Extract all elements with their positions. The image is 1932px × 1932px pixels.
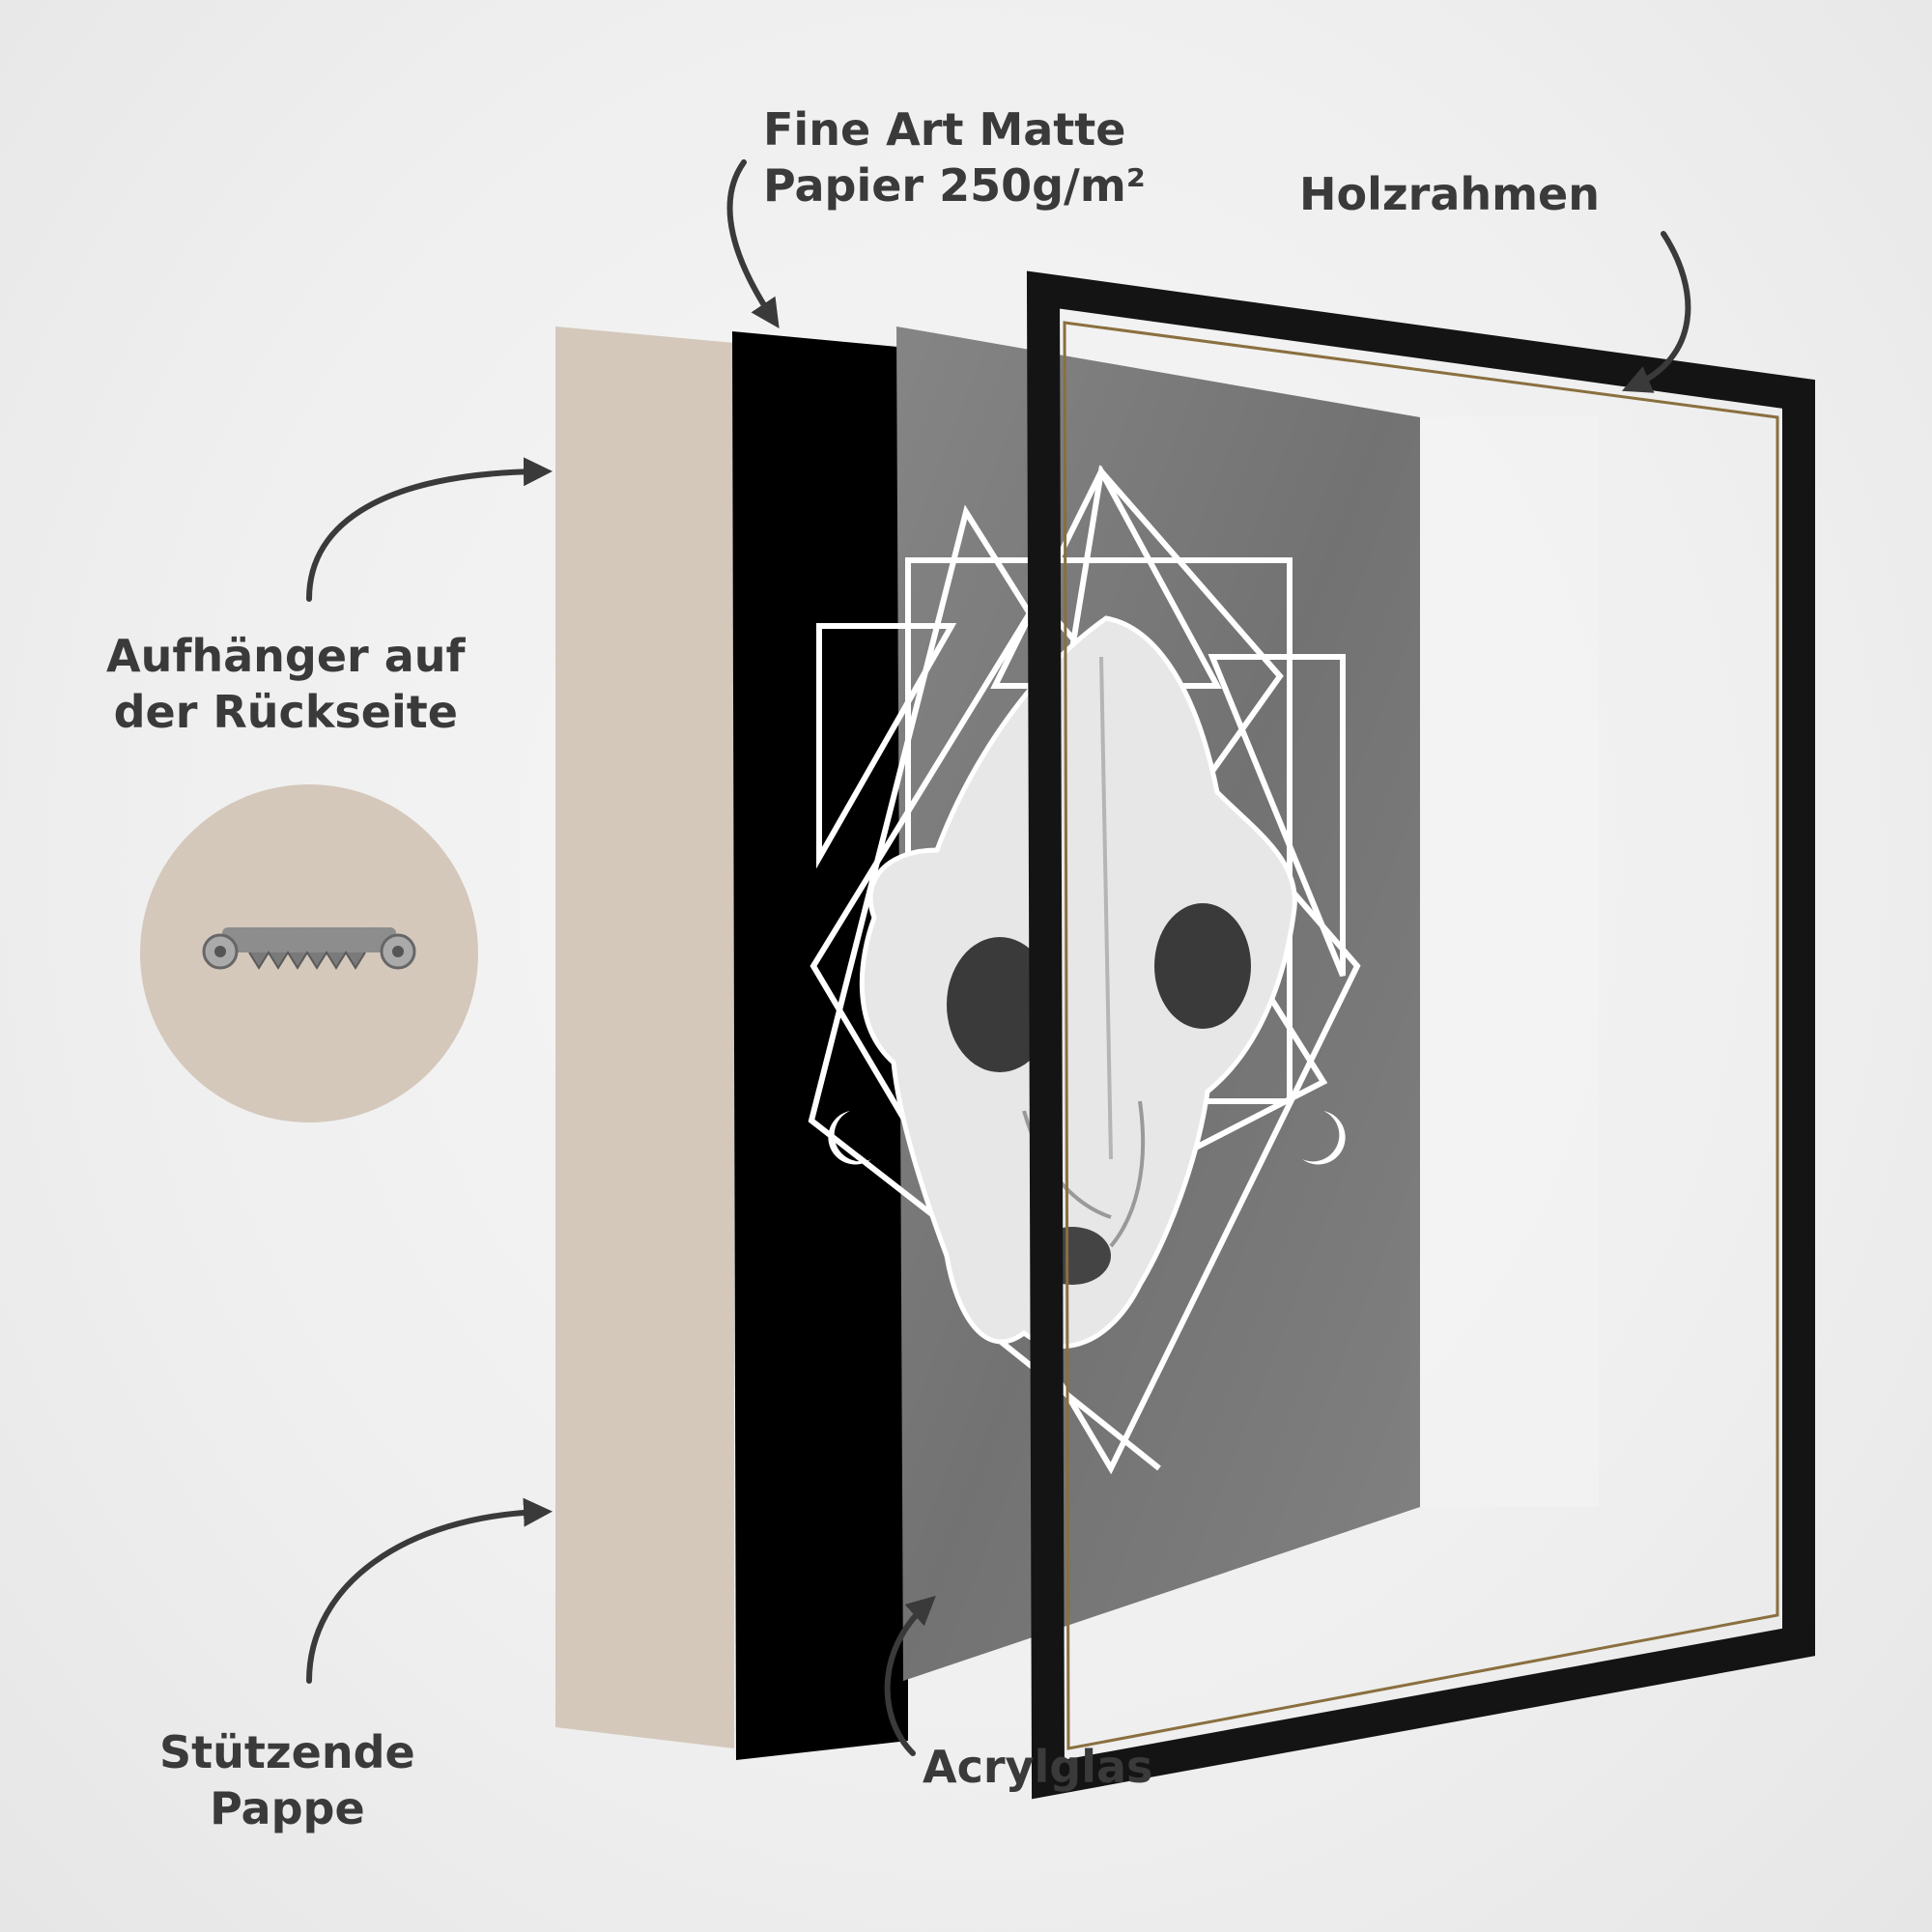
- label-acrylglas: Acrylglas: [923, 1739, 1152, 1795]
- arrow-backing: [306, 1497, 553, 1684]
- arrow-frame: [1621, 231, 1691, 393]
- label-hanger-line1: Aufhänger auf: [106, 630, 466, 682]
- wooden-frame: [1026, 270, 1815, 1800]
- label-holzrahmen-text: Holzrahmen: [1299, 168, 1600, 220]
- cardboard-backing: [555, 327, 734, 1748]
- label-hanger: Aufhänger auf der Rückseite: [106, 628, 466, 740]
- label-acrylglas-text: Acrylglas: [923, 1741, 1153, 1793]
- label-holzrahmen: Holzrahmen: [1299, 166, 1600, 222]
- label-fine-art-paper-line1: Fine Art Matte: [763, 103, 1126, 156]
- skull-geometric-artwork: [808, 465, 1361, 1475]
- label-backing-line2: Pappe: [210, 1782, 365, 1834]
- arrow-glass: [884, 1595, 936, 1756]
- label-hanger-line2: der Rückseite: [113, 686, 458, 738]
- arrow-hanger: [306, 457, 553, 602]
- label-fine-art-paper: Fine Art Matte Papier 250g/m²: [763, 101, 1146, 213]
- label-backing-line1: Stützende: [159, 1726, 415, 1778]
- arrow-paper: [726, 159, 780, 328]
- sawtooth-hanger-icon: [202, 927, 416, 970]
- hanger-detail: [140, 784, 478, 1122]
- label-fine-art-paper-line2: Papier 250g/m²: [763, 159, 1146, 212]
- callout-arrows: [306, 159, 1691, 1756]
- label-backing: Stützende Pappe: [159, 1724, 415, 1836]
- art-paper: [732, 331, 908, 1760]
- acrylic-glass-clear-edge: [1420, 415, 1599, 1507]
